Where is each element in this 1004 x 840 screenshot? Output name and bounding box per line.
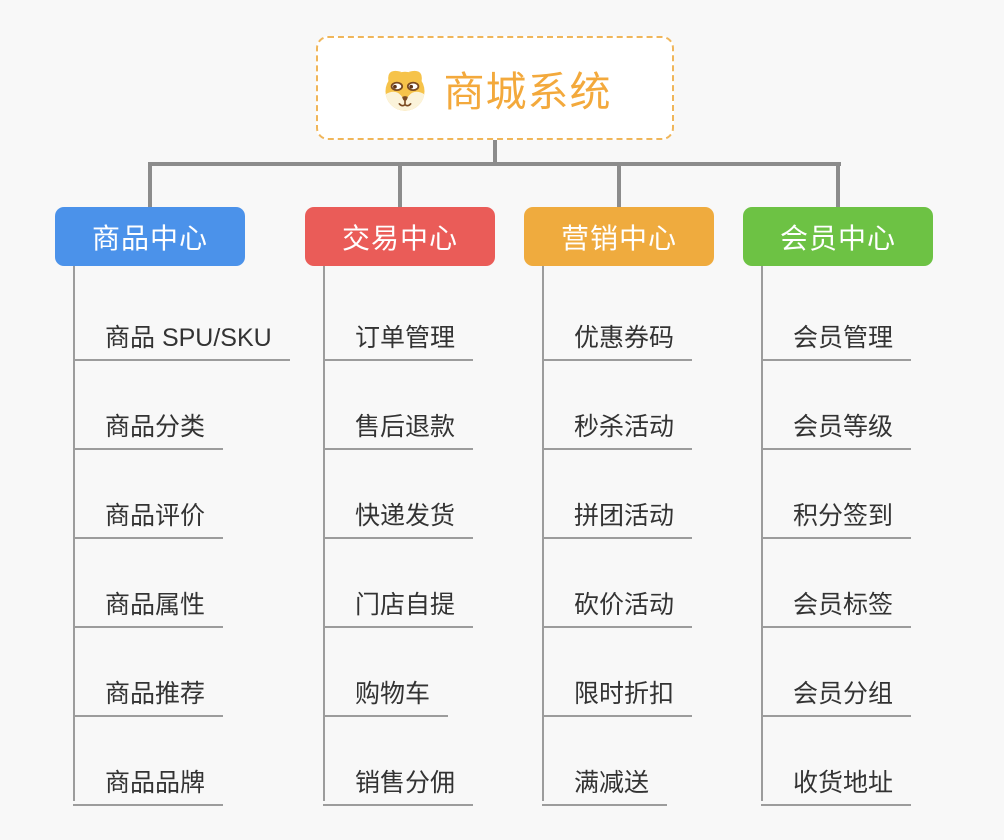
branch-spine-line (323, 266, 325, 801)
leaf-node[interactable]: 优惠券码 (542, 318, 693, 361)
leaf-node[interactable]: 会员分组 (761, 674, 912, 717)
leaf-node[interactable]: 商品品牌 (73, 763, 224, 806)
connector-drop (617, 162, 621, 207)
leaf-node[interactable]: 拼团活动 (542, 496, 693, 539)
leaf-node[interactable]: 会员等级 (761, 407, 912, 450)
shiba-dog-icon (385, 70, 424, 111)
branch-label: 商品中心 (91, 222, 208, 254)
leaf-node[interactable]: 会员标签 (761, 585, 912, 628)
leaf-node[interactable]: 销售分佣 (323, 763, 474, 806)
connector-drop (148, 162, 152, 207)
branch-column-3: 营销中心 优惠券码秒杀活动拼团活动砍价活动限时折扣满减送 (524, 162, 714, 807)
leaf-node[interactable]: 满减送 (542, 763, 668, 806)
branch-label: 营销中心 (560, 222, 677, 254)
leaf-node[interactable]: 订单管理 (323, 318, 474, 361)
branch-node[interactable]: 会员中心 (743, 207, 933, 266)
branch-spine-line (73, 266, 75, 801)
leaf-node[interactable]: 积分签到 (761, 496, 912, 539)
leaf-node[interactable]: 商品评价 (73, 496, 224, 539)
branch-column-4: 会员中心 会员管理会员等级积分签到会员标签会员分组收货地址 (743, 162, 933, 807)
connector-stem (493, 140, 497, 166)
root-node[interactable]: 商城系统 (316, 36, 674, 140)
leaf-node[interactable]: 秒杀活动 (542, 407, 693, 450)
leaf-node[interactable]: 收货地址 (761, 763, 912, 806)
branch-spine-line (542, 266, 544, 801)
leaf-node[interactable]: 商品推荐 (73, 674, 224, 717)
leaf-node[interactable]: 购物车 (323, 674, 449, 717)
leaf-node[interactable]: 商品 SPU/SKU (73, 318, 290, 361)
leaf-node[interactable]: 商品属性 (73, 585, 224, 628)
branch-column-1: 商品中心 商品 SPU/SKU 商品分类商品评价商品属性商品推荐商品品牌 (55, 162, 290, 807)
connector-drop (836, 162, 840, 207)
leaf-node[interactable]: 门店自提 (323, 585, 474, 628)
leaf-node[interactable]: 商品分类 (73, 407, 224, 450)
leaf-node[interactable]: 限时折扣 (542, 674, 693, 717)
branch-label: 交易中心 (341, 222, 458, 254)
branch-spine-line (761, 266, 763, 801)
branch-node[interactable]: 商品中心 (55, 207, 245, 266)
leaf-node[interactable]: 售后退款 (323, 407, 474, 450)
branch-label: 会员中心 (779, 222, 896, 254)
branch-column-2: 交易中心 订单管理售后退款快递发货门店自提购物车销售分佣 (305, 162, 495, 807)
connector-horizontal-bar (148, 162, 841, 166)
leaf-node[interactable]: 砍价活动 (542, 585, 693, 628)
branch-node[interactable]: 交易中心 (305, 207, 495, 266)
leaf-node[interactable]: 快递发货 (323, 496, 474, 539)
connector-drop (398, 162, 402, 207)
root-title: 商城系统 (443, 69, 612, 115)
branch-node[interactable]: 营销中心 (524, 207, 714, 266)
leaf-node[interactable]: 会员管理 (761, 318, 912, 361)
